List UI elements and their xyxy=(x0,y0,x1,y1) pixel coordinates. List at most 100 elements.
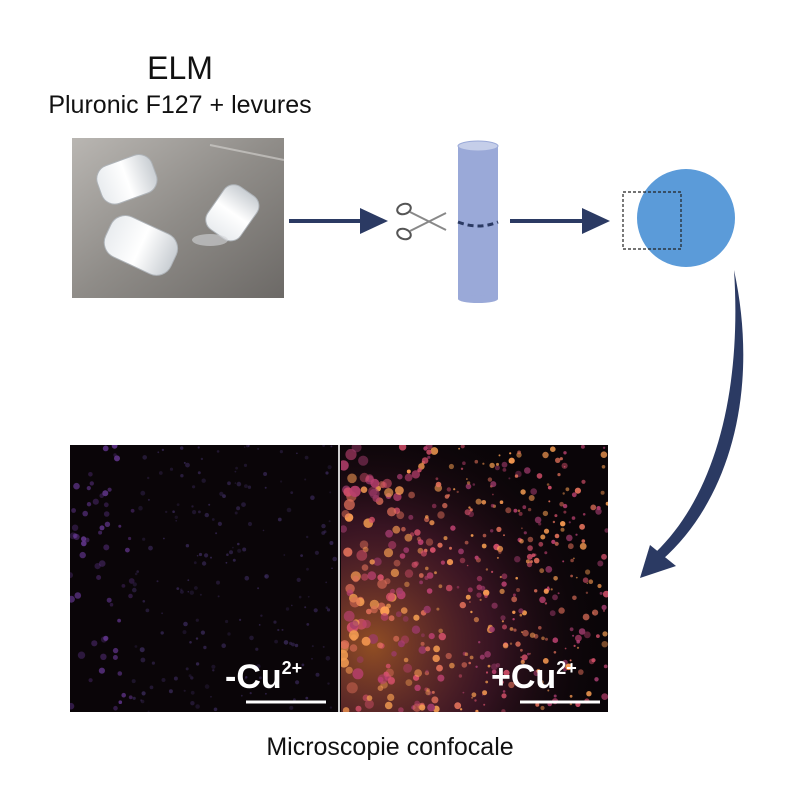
speckle xyxy=(558,607,565,614)
speckle xyxy=(482,533,487,538)
speckle xyxy=(274,639,278,644)
speckle xyxy=(200,457,204,461)
speckle xyxy=(377,574,384,581)
speckle xyxy=(351,445,362,453)
speckle xyxy=(400,607,408,614)
speckle xyxy=(522,629,529,637)
speckle xyxy=(290,491,294,494)
speckle xyxy=(512,618,515,621)
speckle xyxy=(195,662,200,666)
speckle xyxy=(273,620,277,624)
speckle xyxy=(306,535,309,539)
speckle xyxy=(414,529,421,536)
speckle xyxy=(440,560,445,565)
speckle xyxy=(431,503,437,509)
speckle xyxy=(185,667,189,671)
speckle xyxy=(582,577,589,583)
zoom-box xyxy=(622,191,682,250)
speckle xyxy=(490,529,494,533)
speckle xyxy=(425,566,429,571)
speckle xyxy=(192,485,196,489)
speckle xyxy=(147,710,150,712)
speckle xyxy=(70,702,75,710)
speckle xyxy=(594,677,599,682)
speckle xyxy=(169,467,174,471)
speckle xyxy=(564,647,567,650)
speckle xyxy=(341,460,349,471)
speckle xyxy=(517,665,521,669)
speckle xyxy=(301,663,305,667)
speckle xyxy=(491,570,494,574)
speckle xyxy=(469,655,474,660)
speckle xyxy=(342,707,350,712)
speckle xyxy=(79,551,86,559)
speckle xyxy=(128,578,135,584)
speckle xyxy=(479,598,482,602)
speckle xyxy=(247,445,250,447)
speckle xyxy=(279,450,283,454)
speckle xyxy=(468,506,471,509)
speckle xyxy=(176,587,180,590)
speckle xyxy=(325,656,331,661)
curved-arrow xyxy=(640,270,744,578)
speckle xyxy=(103,635,109,641)
speckle xyxy=(559,457,563,461)
speckle xyxy=(403,663,413,673)
speckle xyxy=(227,481,231,486)
speckle xyxy=(117,671,123,676)
speckle xyxy=(382,478,392,489)
speckle xyxy=(429,547,436,553)
speckle xyxy=(277,628,280,632)
speckle xyxy=(470,534,474,537)
speckle xyxy=(198,552,203,557)
speckle xyxy=(585,591,589,594)
speckle xyxy=(414,700,420,707)
speckle xyxy=(71,524,79,531)
speckle xyxy=(102,490,109,497)
speckle xyxy=(147,498,150,501)
speckle xyxy=(71,508,76,513)
speckle xyxy=(464,652,469,656)
speckle xyxy=(413,614,420,621)
speckle xyxy=(388,541,397,550)
speckle xyxy=(471,692,477,698)
speckle xyxy=(222,494,226,498)
speckle xyxy=(94,563,101,570)
speckle xyxy=(241,502,246,507)
speckle xyxy=(509,642,513,645)
speckle xyxy=(349,644,358,652)
speckle xyxy=(459,708,463,711)
speckle xyxy=(527,545,533,551)
speckle xyxy=(391,651,397,657)
speckle xyxy=(573,557,575,560)
speckle xyxy=(349,596,361,608)
speckle xyxy=(548,500,551,503)
cut-line xyxy=(457,220,499,228)
speckle xyxy=(481,500,487,505)
speckle xyxy=(436,664,443,672)
speckle xyxy=(121,584,126,588)
speckle xyxy=(368,516,375,524)
speckle xyxy=(474,555,479,560)
speckle xyxy=(581,479,586,484)
speckle xyxy=(114,455,120,462)
speckle xyxy=(349,620,359,630)
speckle xyxy=(460,467,464,470)
speckle xyxy=(545,566,553,573)
speckle xyxy=(98,667,105,674)
speckle xyxy=(445,652,452,660)
speckle xyxy=(466,481,471,485)
speckle xyxy=(327,682,330,685)
speckle xyxy=(425,669,429,674)
speckle xyxy=(597,583,602,589)
speckle xyxy=(373,557,382,566)
speckle xyxy=(411,470,420,479)
speckle xyxy=(474,459,479,464)
speckle xyxy=(500,615,506,621)
speckle xyxy=(515,576,518,580)
speckle xyxy=(588,579,594,584)
speckle xyxy=(244,575,250,581)
speckle xyxy=(180,446,184,450)
speckle xyxy=(465,594,471,600)
speckle xyxy=(520,659,525,665)
